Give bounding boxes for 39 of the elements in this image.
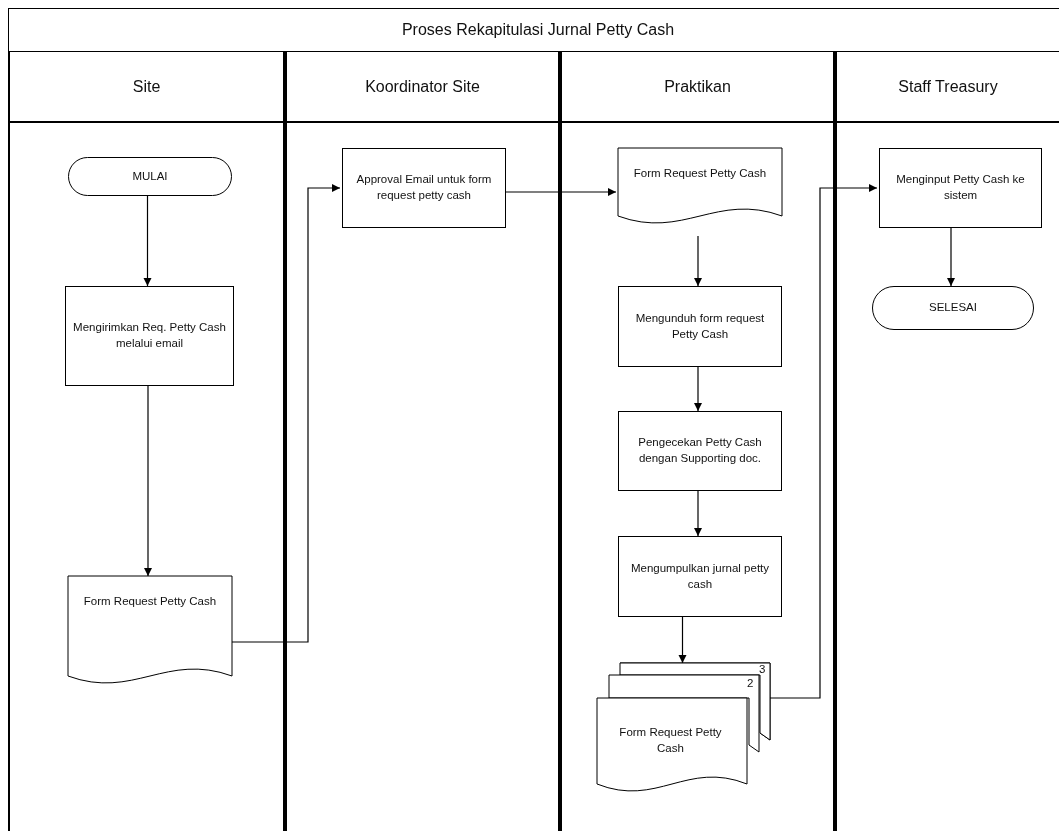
swimlane xyxy=(8,51,285,831)
node-text: Mengumpulkan jurnal petty cash xyxy=(629,561,771,592)
node-text: MULAI xyxy=(132,168,168,184)
process-box xyxy=(342,148,506,228)
terminal-shape xyxy=(68,157,232,196)
process-box xyxy=(879,148,1042,228)
arrow xyxy=(693,235,703,287)
process-box xyxy=(65,286,234,386)
lane-title: Staff Treasury xyxy=(898,77,998,96)
arrow xyxy=(503,187,617,197)
process-box xyxy=(618,286,782,367)
swimlane xyxy=(285,51,560,831)
lane-title: Praktikan xyxy=(664,77,731,96)
swimlane xyxy=(560,51,835,831)
arrow xyxy=(946,227,956,287)
lane-title: Koordinator Site xyxy=(365,77,480,96)
page-number: 2 xyxy=(747,677,754,689)
diagram-title: Proses Rekapitulasi Jurnal Petty Cash xyxy=(401,21,675,39)
swimlane xyxy=(835,51,1059,831)
node-text: Approval Email untuk form request petty cash xyxy=(355,172,493,203)
lane-title: Site xyxy=(132,77,161,96)
process-box xyxy=(618,411,782,491)
node-text: Pengecekan Petty Cash dengan Supporting doc. xyxy=(637,435,763,466)
arrow xyxy=(693,366,703,412)
arrow xyxy=(678,616,687,664)
node-text: SELESAI xyxy=(929,300,977,316)
arrow xyxy=(143,195,152,287)
page-number: 3 xyxy=(759,663,766,675)
process-box xyxy=(618,536,782,617)
node-text: Form Request Petty Cash xyxy=(618,725,723,756)
node-text: Form Request Petty Cash xyxy=(633,166,767,181)
arrow xyxy=(769,183,878,699)
arrow xyxy=(693,490,703,537)
node-text: Mengirimkan Req. Petty Cash melalui email xyxy=(72,320,227,351)
terminal-shape xyxy=(872,286,1034,330)
node-text: Form Request Petty Cash xyxy=(83,594,217,609)
arrow xyxy=(143,385,153,577)
node-text: Mengunduh form request Petty Cash xyxy=(634,311,766,342)
node-text: Menginput Petty Cash ke sistem xyxy=(895,172,1026,203)
